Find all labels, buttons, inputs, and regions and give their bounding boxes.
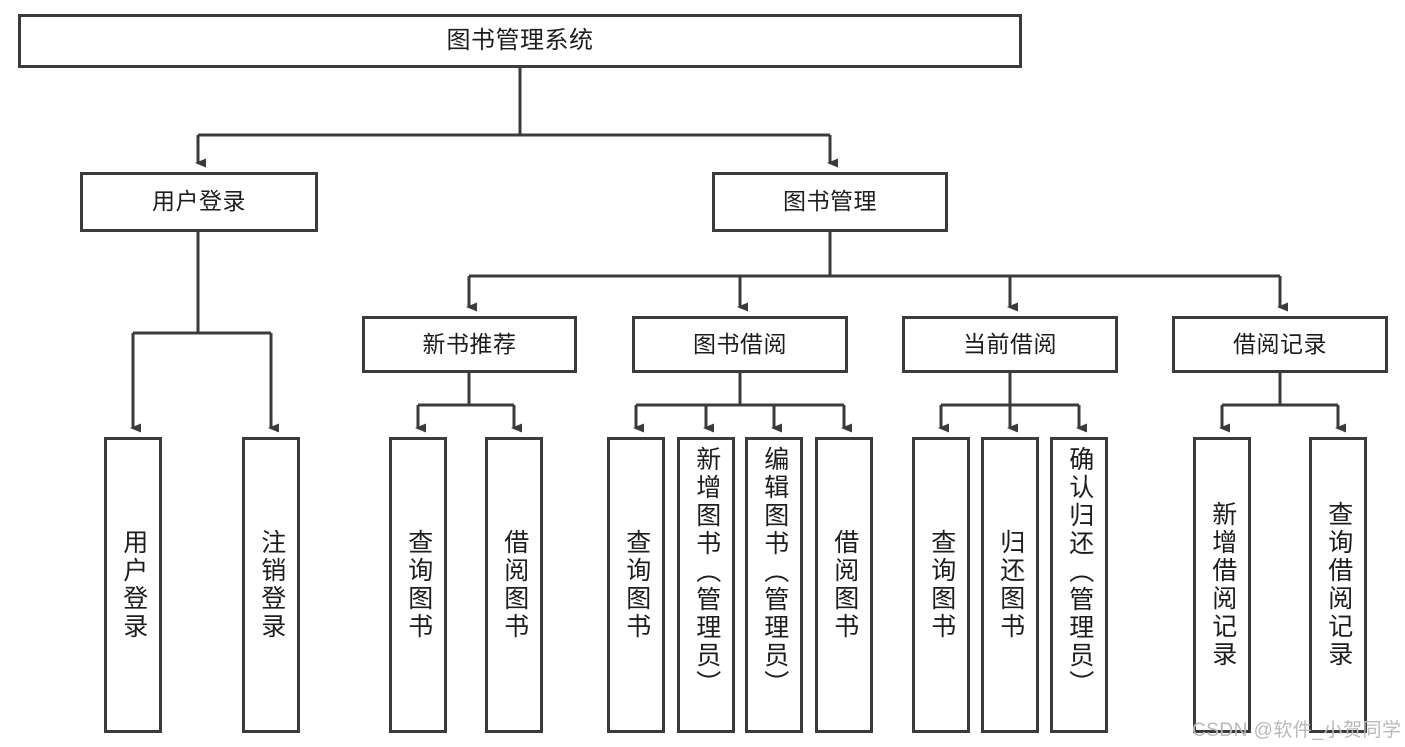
node-label: 查询图书 [404, 529, 433, 641]
node-label: 查询图书 [927, 529, 956, 641]
node-label: 用户登录 [119, 529, 148, 641]
node-label: 借阅图书 [500, 529, 529, 641]
node-label: 确认归还（管理员） [1065, 446, 1094, 698]
leaf-new-book-query[interactable]: 查询图书 [389, 437, 447, 733]
node-root-system[interactable]: 图书管理系统 [18, 14, 1022, 68]
leaf-new-book-borrow[interactable]: 借阅图书 [485, 437, 543, 733]
leaf-current-borrow-return[interactable]: 归还图书 [981, 437, 1039, 733]
node-label: 借阅图书 [830, 529, 859, 641]
leaf-book-borrow-add[interactable]: 新增图书（管理员） [677, 437, 735, 733]
node-label: 图书管理系统 [446, 26, 594, 54]
node-new-book-recommend[interactable]: 新书推荐 [362, 316, 577, 373]
node-book-management[interactable]: 图书管理 [712, 172, 948, 232]
node-label: 图书借阅 [693, 330, 787, 357]
leaf-current-borrow-confirm-return[interactable]: 确认归还（管理员） [1050, 437, 1108, 733]
leaf-user-login-login[interactable]: 用户登录 [104, 437, 162, 733]
leaf-borrow-record-add[interactable]: 新增借阅记录 [1193, 437, 1251, 733]
node-current-borrow[interactable]: 当前借阅 [902, 316, 1118, 373]
leaf-user-login-logout[interactable]: 注销登录 [242, 437, 300, 733]
leaf-book-borrow-edit[interactable]: 编辑图书（管理员） [745, 437, 803, 733]
node-label: 借阅记录 [1233, 330, 1327, 357]
node-book-borrow[interactable]: 图书借阅 [632, 316, 848, 373]
node-label: 图书管理 [783, 188, 877, 215]
node-label: 编辑图书（管理员） [760, 446, 789, 698]
node-user-login[interactable]: 用户登录 [80, 172, 318, 232]
node-borrow-record[interactable]: 借阅记录 [1172, 316, 1388, 373]
watermark-text: CSDN @软件_小贺同学 [1192, 720, 1402, 741]
leaf-book-borrow-borrow[interactable]: 借阅图书 [815, 437, 873, 733]
leaf-current-borrow-query[interactable]: 查询图书 [912, 437, 970, 733]
node-label: 新书推荐 [422, 330, 517, 357]
leaf-book-borrow-query[interactable]: 查询图书 [607, 437, 665, 733]
node-label: 查询图书 [622, 529, 651, 641]
node-label: 注销登录 [257, 529, 286, 641]
node-label: 新增图书（管理员） [692, 446, 721, 698]
leaf-borrow-record-query[interactable]: 查询借阅记录 [1309, 437, 1367, 733]
node-label: 归还图书 [996, 529, 1025, 641]
node-label: 查询借阅记录 [1324, 501, 1353, 669]
node-label: 新增借阅记录 [1208, 501, 1237, 669]
node-label: 用户登录 [152, 188, 246, 215]
node-label: 当前借阅 [963, 330, 1057, 357]
